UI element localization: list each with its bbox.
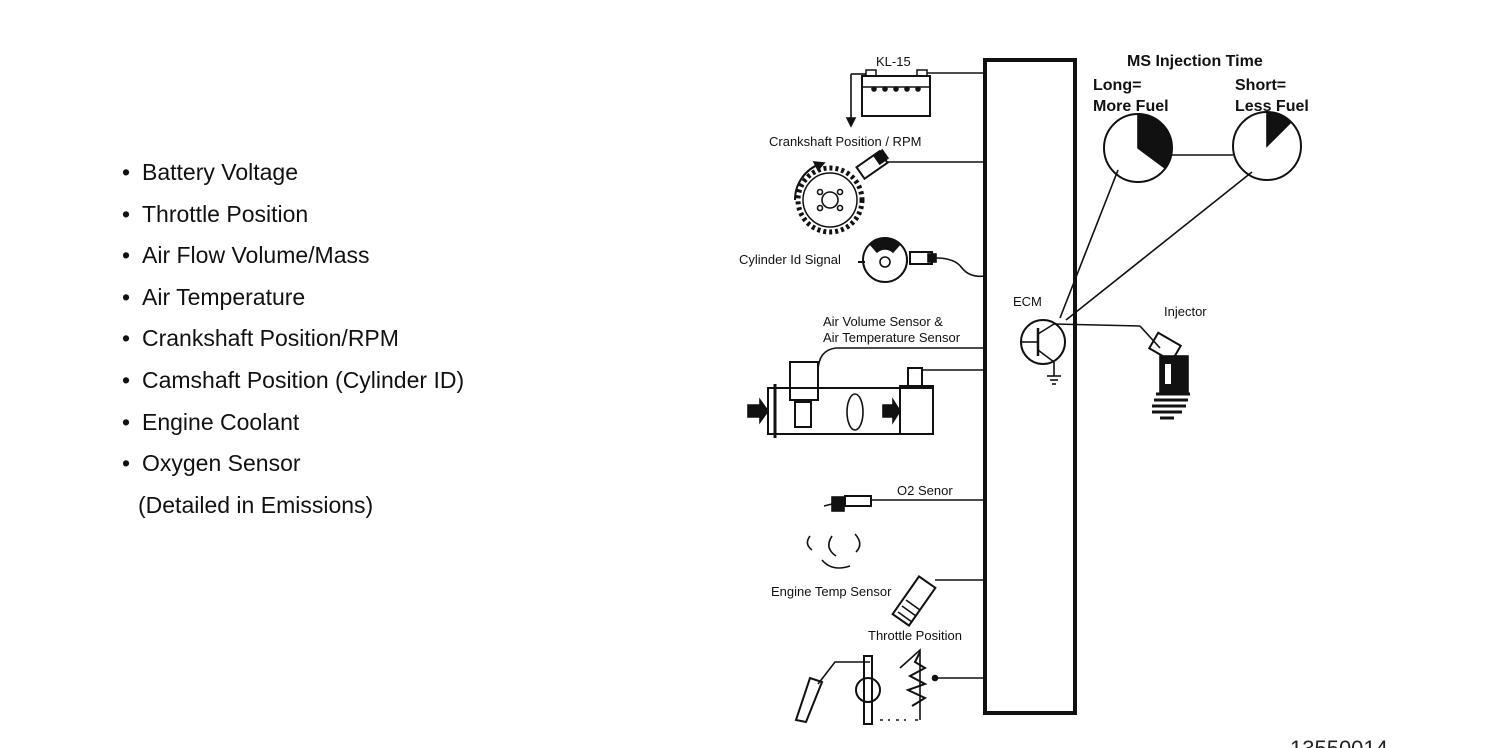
figure-number: 13550014 [1290, 736, 1388, 748]
bullet-icon: • [122, 408, 131, 435]
short-label-1: Short= [1235, 77, 1286, 94]
input-item: •Air Flow Volume/Mass [122, 235, 464, 277]
air-sensor-label-2: Air Temperature Sensor [823, 330, 961, 345]
bullet-icon: • [122, 450, 131, 477]
short-injection-pie [1232, 111, 1302, 181]
input-item: •Air Temperature [122, 277, 464, 319]
inputs-note: (Detailed in Emissions) [138, 491, 374, 518]
long-label-1: Long= [1093, 77, 1141, 94]
injection-time-title: MS Injection Time [1127, 53, 1263, 70]
o2-label: O2 Senor [897, 483, 953, 498]
battery-label: KL-15 [876, 54, 911, 69]
bullet-icon: • [122, 200, 131, 227]
camshaft-sensor-icon [858, 237, 937, 283]
coolant-temp-sensor-icon [891, 575, 937, 627]
input-item: •Oxygen Sensor [122, 443, 464, 485]
bullet-icon: • [122, 159, 131, 185]
input-item: •Throttle Position [122, 194, 464, 236]
air-flow-sensor-icon [747, 347, 985, 438]
throttle-pedal-icon [794, 648, 939, 725]
air-sensor-label-1: Air Volume Sensor & [823, 314, 943, 329]
input-item: •Camshaft Position (Cylinder ID) [122, 360, 464, 402]
bullet-icon: • [122, 283, 131, 310]
inputs-list: •Battery Voltage •Throttle Position •Air… [122, 152, 464, 526]
ecm-label: ECM [1013, 294, 1042, 309]
crankshaft-label: Crankshaft Position / RPM [769, 134, 921, 149]
short-label-2: Less Fuel [1235, 98, 1309, 115]
cylinder-id-label: Cylinder Id Signal [739, 252, 841, 267]
engine-temp-label: Engine Temp Sensor [771, 584, 892, 599]
input-item: •Battery Voltage [122, 152, 464, 194]
oxygen-sensor-icon [806, 495, 872, 569]
ecm-module-bar [983, 58, 1077, 715]
fuel-injector-icon [1147, 331, 1190, 420]
injector-wire [1139, 325, 1161, 349]
pointer-line-long [1059, 169, 1119, 319]
battery-icon [845, 69, 931, 128]
input-item: •Engine Coolant [122, 402, 464, 444]
pointer-line-short [1065, 171, 1253, 321]
input-item: •Crankshaft Position/RPM [122, 318, 464, 360]
transistor-icon [1020, 319, 1141, 385]
cylinder-id-wire [935, 257, 986, 278]
bullet-icon: • [122, 325, 131, 352]
long-injection-pie [1103, 113, 1173, 183]
bullet-icon: • [122, 366, 131, 393]
throttle-label: Throttle Position [868, 628, 962, 643]
crankshaft-gear-icon [793, 148, 890, 235]
injector-label: Injector [1164, 304, 1207, 319]
long-label-2: More Fuel [1093, 98, 1169, 115]
bullet-icon: • [122, 242, 131, 269]
